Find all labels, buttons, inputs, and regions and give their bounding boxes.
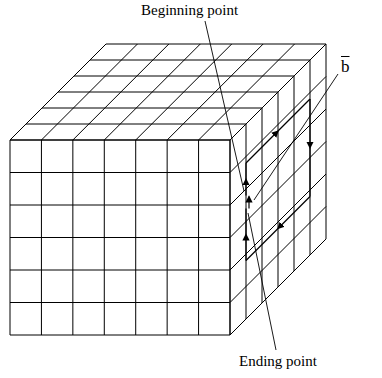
burgers-circuit — [246, 99, 310, 261]
point-label: Ending point — [238, 353, 318, 370]
lattice-lines — [10, 44, 326, 335]
leader-lines — [205, 21, 338, 350]
burgers-vector-label: b — [340, 58, 351, 77]
point-label: Beginning point — [140, 2, 239, 19]
